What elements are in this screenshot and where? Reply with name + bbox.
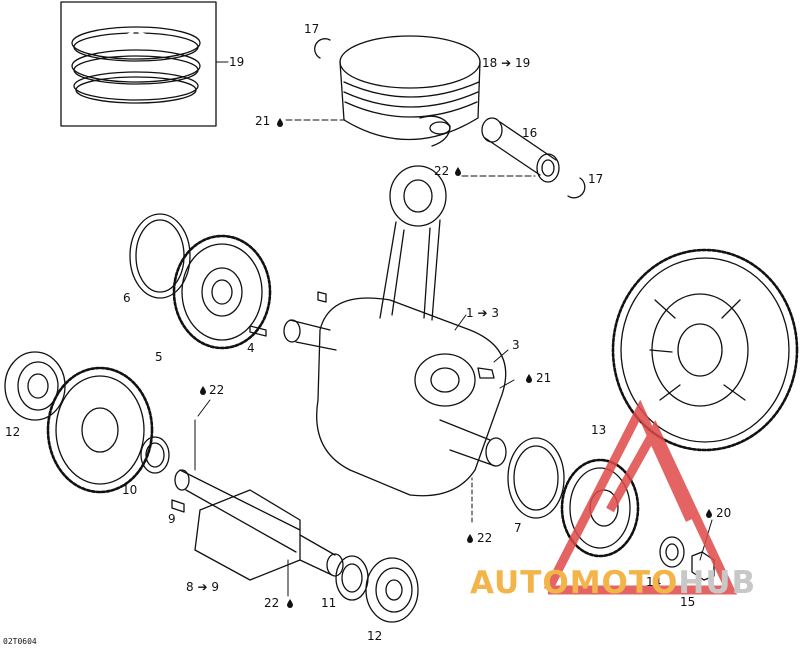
callout-12-left: 12 <box>5 425 21 439</box>
callout-12-bottom: 12 <box>367 629 383 643</box>
callout-10: 10 <box>122 483 138 497</box>
shim-right <box>507 437 565 519</box>
watermark-text: AUTOMOTOHUB <box>470 565 756 601</box>
callout-16: 16 <box>522 126 538 140</box>
callout-20: 20 <box>716 506 732 520</box>
connecting-rod <box>379 165 447 321</box>
callout-7: 7 <box>514 521 522 535</box>
callout-21-right: 21 <box>536 371 552 385</box>
callout-15: 15 <box>680 595 696 609</box>
washer-14 <box>659 536 685 568</box>
callout-22-right: 22 <box>477 531 493 545</box>
gear-upper <box>172 234 272 350</box>
circlip-top <box>314 38 331 59</box>
callout-4: 4 <box>247 341 255 355</box>
callout-14: 14 <box>646 575 662 589</box>
callout-18: 18 ➔ 19 <box>482 56 531 70</box>
callout-5: 5 <box>155 350 163 364</box>
balancer-shaft <box>174 469 344 581</box>
bearing-bottom <box>365 557 419 623</box>
washer-lower <box>335 555 369 601</box>
woodruff-key <box>249 325 267 337</box>
callout-17-top: 17 <box>304 22 320 36</box>
shim-upper <box>129 213 191 299</box>
callout-17-right: 17 <box>588 172 604 186</box>
callout-11: 11 <box>321 596 337 610</box>
piston-ring-set-box <box>60 1 217 127</box>
callout-22-left: 22 <box>209 383 225 397</box>
watermark-part2: HUB <box>678 565 757 601</box>
drawing-code: 02T0604 <box>3 637 37 646</box>
piston-rings <box>71 26 201 104</box>
callout-6: 6 <box>123 291 131 305</box>
gear-lower <box>46 366 154 494</box>
circlip-right <box>567 177 586 199</box>
callout-8: 8 ➔ 9 <box>186 580 219 594</box>
callout-9: 9 <box>168 512 176 526</box>
callout-3: 3 <box>512 338 520 352</box>
callout-13: 13 <box>591 423 607 437</box>
piston <box>339 35 481 147</box>
bearing-left <box>4 351 66 421</box>
callout-19: 19 <box>229 55 245 69</box>
piston-pin <box>481 117 560 183</box>
callout-21-top: 21 <box>255 114 271 128</box>
oil-drop-icons <box>200 118 712 608</box>
crankshaft <box>283 297 507 497</box>
key-9 <box>171 499 185 513</box>
callout-1: 1 ➔ 3 <box>466 306 499 320</box>
clutch-housing <box>611 248 799 452</box>
shim-lower <box>140 436 170 474</box>
watermark-logo-icon <box>543 399 738 595</box>
watermark-part1: AUTOMOTO <box>470 565 679 601</box>
woodruff-key-2 <box>317 291 327 303</box>
callout-22-bottom: 22 <box>264 596 280 610</box>
callout-22-top: 22 <box>434 164 450 178</box>
